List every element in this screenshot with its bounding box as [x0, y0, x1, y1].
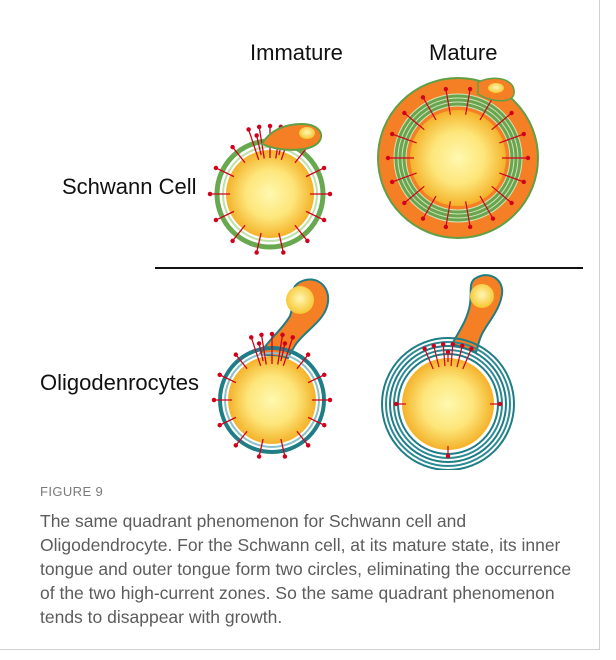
current-arrow-head: [432, 344, 435, 347]
current-arrow-head: [446, 350, 449, 353]
current-arrow-head: [307, 444, 310, 447]
current-arrow-head: [328, 398, 331, 401]
current-arrow-head: [281, 333, 284, 336]
current-arrow-head: [391, 132, 394, 135]
mature-oligodendrocyte: [382, 275, 514, 470]
current-arrow-head: [255, 134, 258, 137]
immature-schwann-cell: [208, 124, 331, 254]
current-arrow-head: [270, 332, 273, 335]
current-arrow-head: [258, 125, 261, 128]
current-arrow-head: [444, 87, 447, 90]
current-arrow-head: [526, 156, 529, 159]
current-arrow-head: [323, 424, 326, 427]
current-arrow-head: [510, 111, 513, 114]
current-arrow-head: [250, 336, 253, 339]
current-arrow-head: [307, 353, 310, 356]
current-arrow-head: [394, 402, 397, 405]
current-arrow-head: [283, 455, 286, 458]
current-arrow-head: [231, 145, 234, 148]
current-arrow-head: [214, 218, 217, 221]
current-arrow-head: [255, 251, 258, 254]
current-arrow-head: [522, 180, 525, 183]
current-arrow-head: [421, 217, 424, 220]
current-arrow-head: [291, 336, 294, 339]
current-arrow-head: [444, 225, 447, 228]
current-arrow-head: [231, 239, 234, 242]
current-arrow-head: [403, 201, 406, 204]
caption-text: The same quadrant phenomenon for Schwann…: [40, 509, 588, 629]
current-arrow-head: [212, 398, 215, 401]
current-arrow-head: [322, 166, 325, 169]
current-arrow-head: [322, 218, 325, 221]
current-arrow-head: [421, 96, 424, 99]
figure-number: FIGURE 9: [40, 484, 588, 499]
current-arrow-head: [446, 454, 449, 457]
current-arrow-head: [218, 424, 221, 427]
current-arrow-head: [386, 156, 389, 159]
current-arrow-head: [208, 192, 211, 195]
current-arrow-head: [391, 180, 394, 183]
current-arrow-head: [328, 192, 331, 195]
figure-caption: FIGURE 9 The same quadrant phenomenon fo…: [40, 484, 588, 629]
current-arrow-head: [214, 166, 217, 169]
current-arrow-head: [469, 225, 472, 228]
current-arrow-head: [510, 201, 513, 204]
figure-illustration: [0, 0, 616, 470]
current-arrow-head: [522, 132, 525, 135]
current-arrow-head: [257, 455, 260, 458]
current-arrow-head: [461, 344, 464, 347]
column-label-mature: Mature: [429, 40, 497, 66]
mature-schwann-cell: [378, 78, 538, 238]
column-label-immature: Immature: [250, 40, 343, 66]
current-arrow-head: [323, 373, 326, 376]
immature-oligodendrocyte: [212, 279, 331, 458]
current-arrow-head: [257, 342, 260, 345]
current-arrow-head: [247, 128, 250, 131]
current-arrow-head: [423, 347, 426, 350]
current-arrow-head: [234, 353, 237, 356]
current-arrow-head: [403, 111, 406, 114]
row-label-schwann-cell: Schwann Cell: [62, 174, 197, 200]
current-arrow-head: [283, 342, 286, 345]
current-arrow-head: [260, 333, 263, 336]
current-arrow-head: [234, 444, 237, 447]
current-arrow-head: [451, 343, 454, 346]
current-arrow-head: [442, 343, 445, 346]
current-arrow-head: [491, 217, 494, 220]
current-arrow-head: [268, 124, 271, 127]
current-arrow-head: [469, 87, 472, 90]
row-label-oligodendrocytes: Oligodenrocytes: [40, 370, 199, 396]
current-arrow-head: [282, 251, 285, 254]
current-arrow-head: [306, 239, 309, 242]
current-arrow-head: [218, 373, 221, 376]
current-arrow-head: [498, 402, 501, 405]
current-arrow-head: [470, 347, 473, 350]
